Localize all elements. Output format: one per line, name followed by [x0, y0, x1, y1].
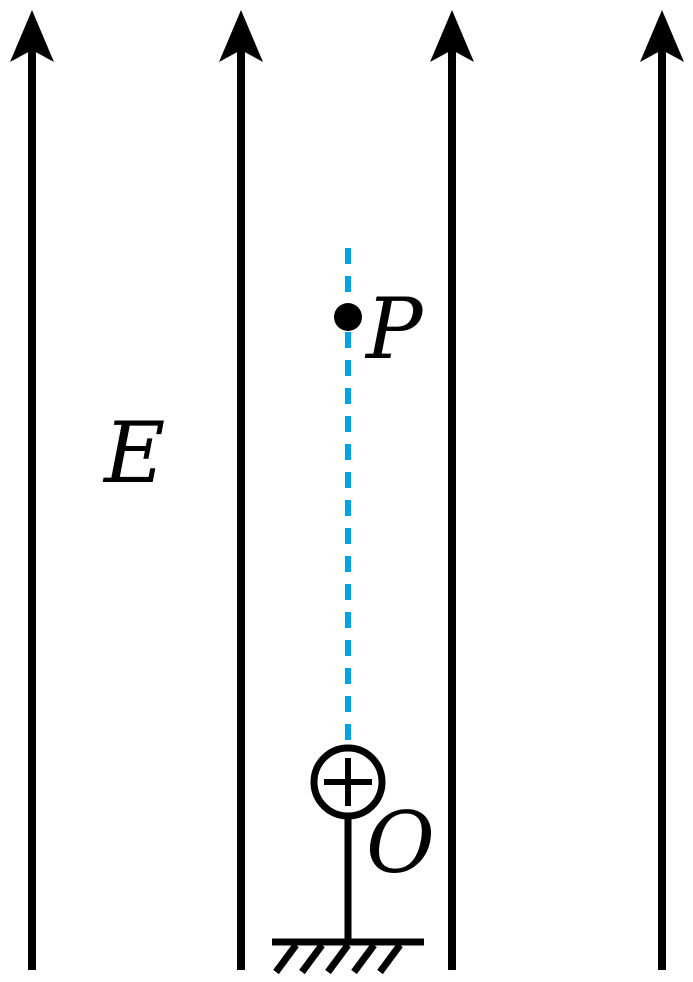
field-line-4 [640, 10, 684, 970]
arrow-up-icon [219, 10, 263, 62]
positive-charge-icon [310, 744, 386, 820]
point-p-dot [334, 303, 362, 331]
ground-icon [272, 938, 424, 975]
field-line-1 [10, 10, 54, 970]
field-lines [10, 10, 684, 970]
point-o-label: O [366, 794, 435, 892]
field-line-3 [430, 10, 474, 970]
field-label: E [102, 404, 165, 502]
arrow-up-icon [640, 10, 684, 62]
point-p-label: P [364, 280, 424, 378]
arrow-up-icon [430, 10, 474, 62]
field-line-2 [219, 10, 263, 970]
arrow-up-icon [10, 10, 54, 62]
